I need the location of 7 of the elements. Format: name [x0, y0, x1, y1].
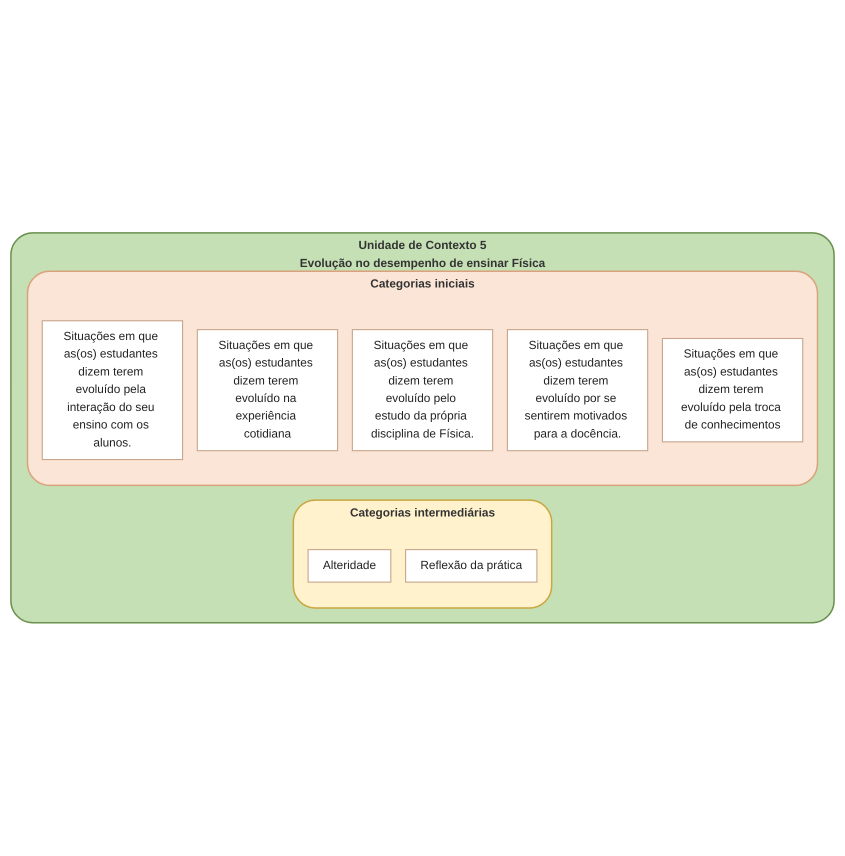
node-box: Situações em que as(os) estudantes dizem terem evoluído pela troca de conhecimentos [662, 338, 804, 443]
node-box: Situações em que as(os) estudantes dizem terem evoluído por se sentirem motivados para a docência. [506, 329, 648, 452]
node-box: Reflexão da prática [405, 549, 538, 583]
node-box: Alteridade [308, 549, 392, 583]
node-box: Situações em que as(os) estudantes dizem terem evoluído pelo estudo da própria disciplina de Física. [352, 329, 494, 452]
node-box: Situações em que as(os) estudantes dizem terem evoluído pela interação do seu ensino com os alunos. [42, 320, 184, 460]
node-box: Situações em que as(os) estudantes dizem terem evoluído na experiência cotidiana [196, 329, 338, 452]
